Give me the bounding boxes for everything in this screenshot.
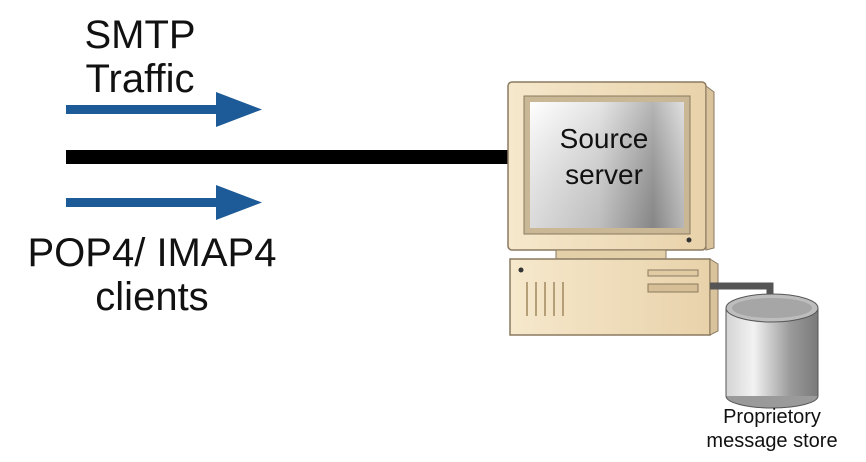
clients-arrow [66, 185, 262, 220]
store-label-line1: Proprietory [723, 406, 821, 428]
smtp-label-line2: Traffic [86, 57, 195, 101]
store-label-line2: message store [706, 430, 837, 452]
computer-icon [507, 81, 719, 336]
cylinder-database-icon [725, 293, 819, 409]
server-label-line1: Source [560, 123, 649, 154]
clients-label-line1: POP4/ IMAP4 [28, 231, 277, 275]
network-connection-line [66, 150, 514, 164]
smtp-arrow [66, 92, 262, 127]
server-label-line2: server [565, 159, 643, 190]
clients-label-line2: clients [95, 275, 208, 319]
smtp-label-line1: SMTP [84, 13, 195, 57]
